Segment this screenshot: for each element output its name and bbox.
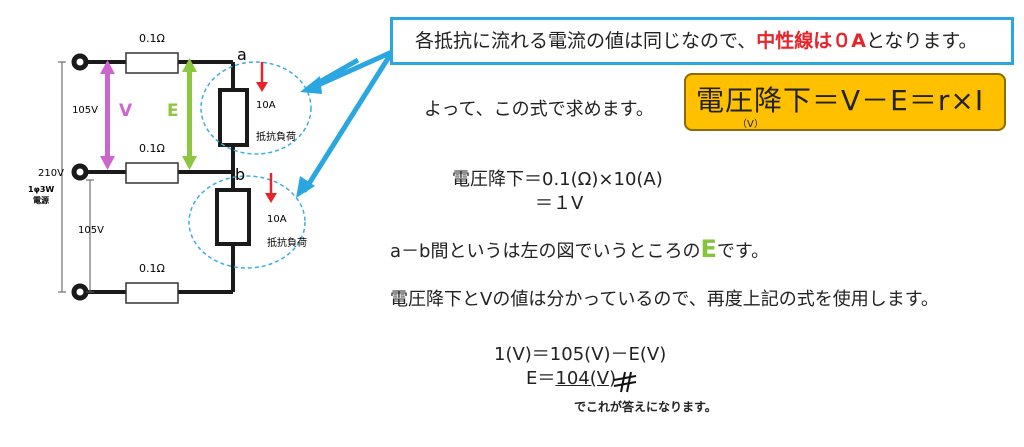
callout-text-after: となります。 (865, 30, 978, 52)
formula-main: 電圧降下＝V－E＝r×I (696, 84, 985, 117)
lower-voltage-label: 105V (78, 225, 104, 236)
line-resistors (125, 52, 179, 304)
load-upper-label: 抵抗負荷 (256, 130, 296, 143)
ab-text-after: です。 (716, 241, 770, 262)
point-b-label: b (235, 165, 245, 184)
callout-pointer-arrows (314, 57, 360, 87)
callout-text-before: 各抵抗に流れる電流の値は同じなので、 (415, 30, 757, 52)
ab-text-before: a－b間というは左の図でいうところの (390, 241, 701, 262)
line-resistance-top-label: 0.1Ω (139, 32, 165, 45)
current-arrows (256, 62, 277, 203)
calc2-prefix: E＝ (526, 368, 556, 389)
e-arrow (182, 58, 197, 170)
voltage-drop-formula-box: 電圧降下＝V－E＝r×I （V） (684, 73, 1006, 131)
v-arrow (100, 60, 115, 170)
conclusion-text: でこれが答えになります。 (574, 400, 717, 414)
load-current-lower-label: 10A (267, 214, 287, 225)
calc2-answer: 104(V) (555, 368, 617, 389)
point-a-label: a (237, 45, 247, 64)
upper-voltage-label: 105V (72, 105, 98, 116)
total-voltage-dimension (58, 61, 94, 293)
ab-explanation: a－b間というは左の図でいうところのEです。 (390, 235, 769, 263)
double-underline-mark (613, 372, 637, 393)
v-symbol: V (119, 101, 133, 121)
calc1-line2: ＝１V (535, 193, 584, 214)
callout-highlight: 中性線は０A (756, 30, 866, 52)
intro-text: よって、この式で求めます。 (424, 99, 654, 120)
calc1-line1: 電圧降下＝0.1(Ω)×10(A) (452, 169, 663, 190)
source-terminals (71, 53, 89, 301)
source-label-line2: 電源 (33, 195, 49, 205)
explanation-callout: 各抵抗に流れる電流の値は同じなので、中性線は０Aとなります。 (390, 17, 1014, 65)
load-resistors (215, 88, 251, 246)
source-label-line1: 1φ3W (28, 185, 54, 194)
line-resistance-mid-label: 0.1Ω (139, 142, 165, 155)
line-resistance-bot-label: 0.1Ω (139, 262, 165, 275)
load-current-upper-label: 10A (256, 100, 276, 111)
circuit-wires (82, 60, 235, 294)
load-lower-label: 抵抗負荷 (267, 236, 307, 249)
formula-subscript: （V） (737, 119, 764, 130)
ab-e-symbol: E (700, 235, 717, 263)
total-voltage-label: 210V (38, 168, 64, 179)
reuse-explanation: 電圧降下とVの値は分かっているので、再度上記の式を使用します。 (390, 289, 939, 310)
calc2-line2: E＝104(V) (526, 364, 616, 390)
e-symbol: E (167, 101, 179, 121)
calc2-line1: 1(V)＝105(V)－E(V) (494, 344, 667, 365)
circuit-diagram: 0.1Ω 0.1Ω 0.1Ω a b 10A 抵抗負荷 10A 抵抗負荷 V 1… (28, 32, 360, 304)
